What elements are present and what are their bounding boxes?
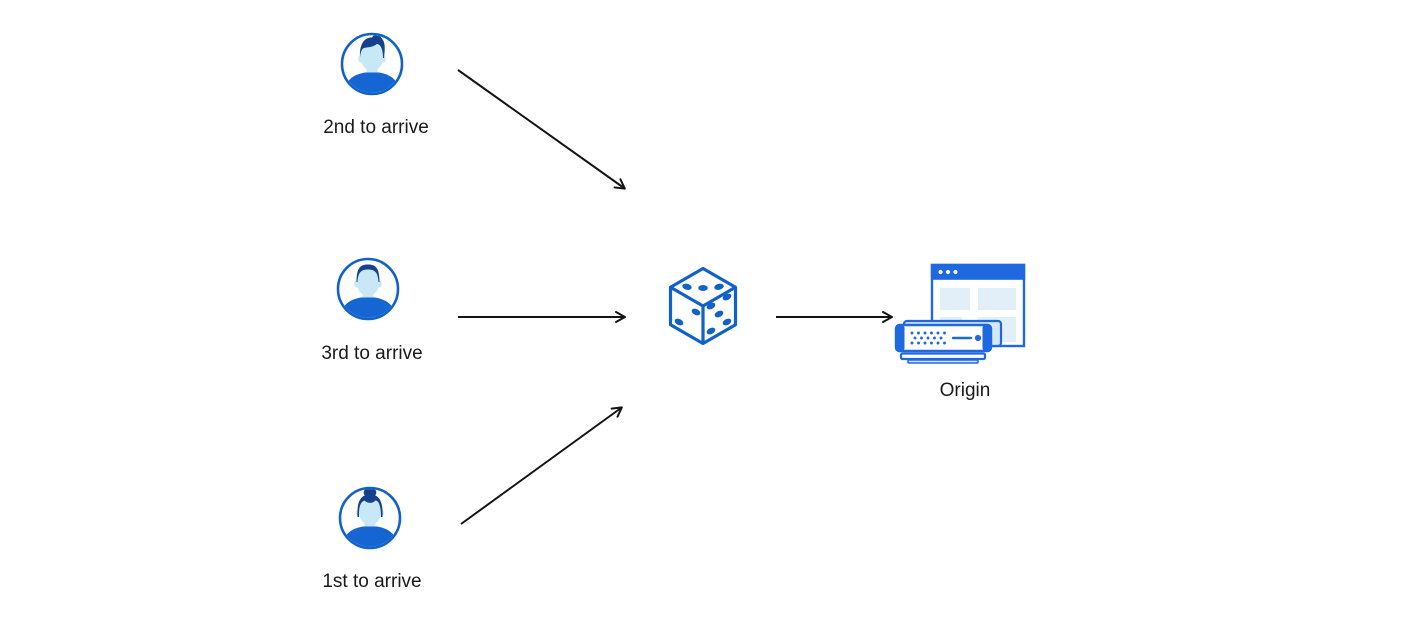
node-label-origin: Origin: [939, 380, 991, 401]
node-user-2nd: 2nd to arrive: [323, 32, 429, 138]
node-random-selector: [665, 264, 741, 348]
node-label-user-3rd: 3rd to arrive: [321, 343, 423, 364]
origin-server-icon: [894, 263, 1026, 364]
node-user-3rd: 3rd to arrive: [321, 257, 423, 364]
server-vent-dots: [910, 331, 946, 345]
node-origin: Origin: [894, 262, 1030, 401]
node-label-user-2nd: 2nd to arrive: [323, 117, 429, 138]
node-user-1st: 1st to arrive: [322, 486, 422, 592]
arrow-user-1st-to-dice: [460, 406, 623, 525]
male-avatar-short-hair-icon: [336, 257, 400, 321]
node-label-user-1st: 1st to arrive: [322, 571, 422, 592]
female-avatar-bun-icon: [338, 486, 402, 550]
dice-icon: [668, 266, 738, 346]
server-icon: [894, 319, 1003, 364]
arrow-user-2nd-to-dice: [457, 69, 626, 190]
male-avatar-quiff-icon: [340, 32, 404, 96]
